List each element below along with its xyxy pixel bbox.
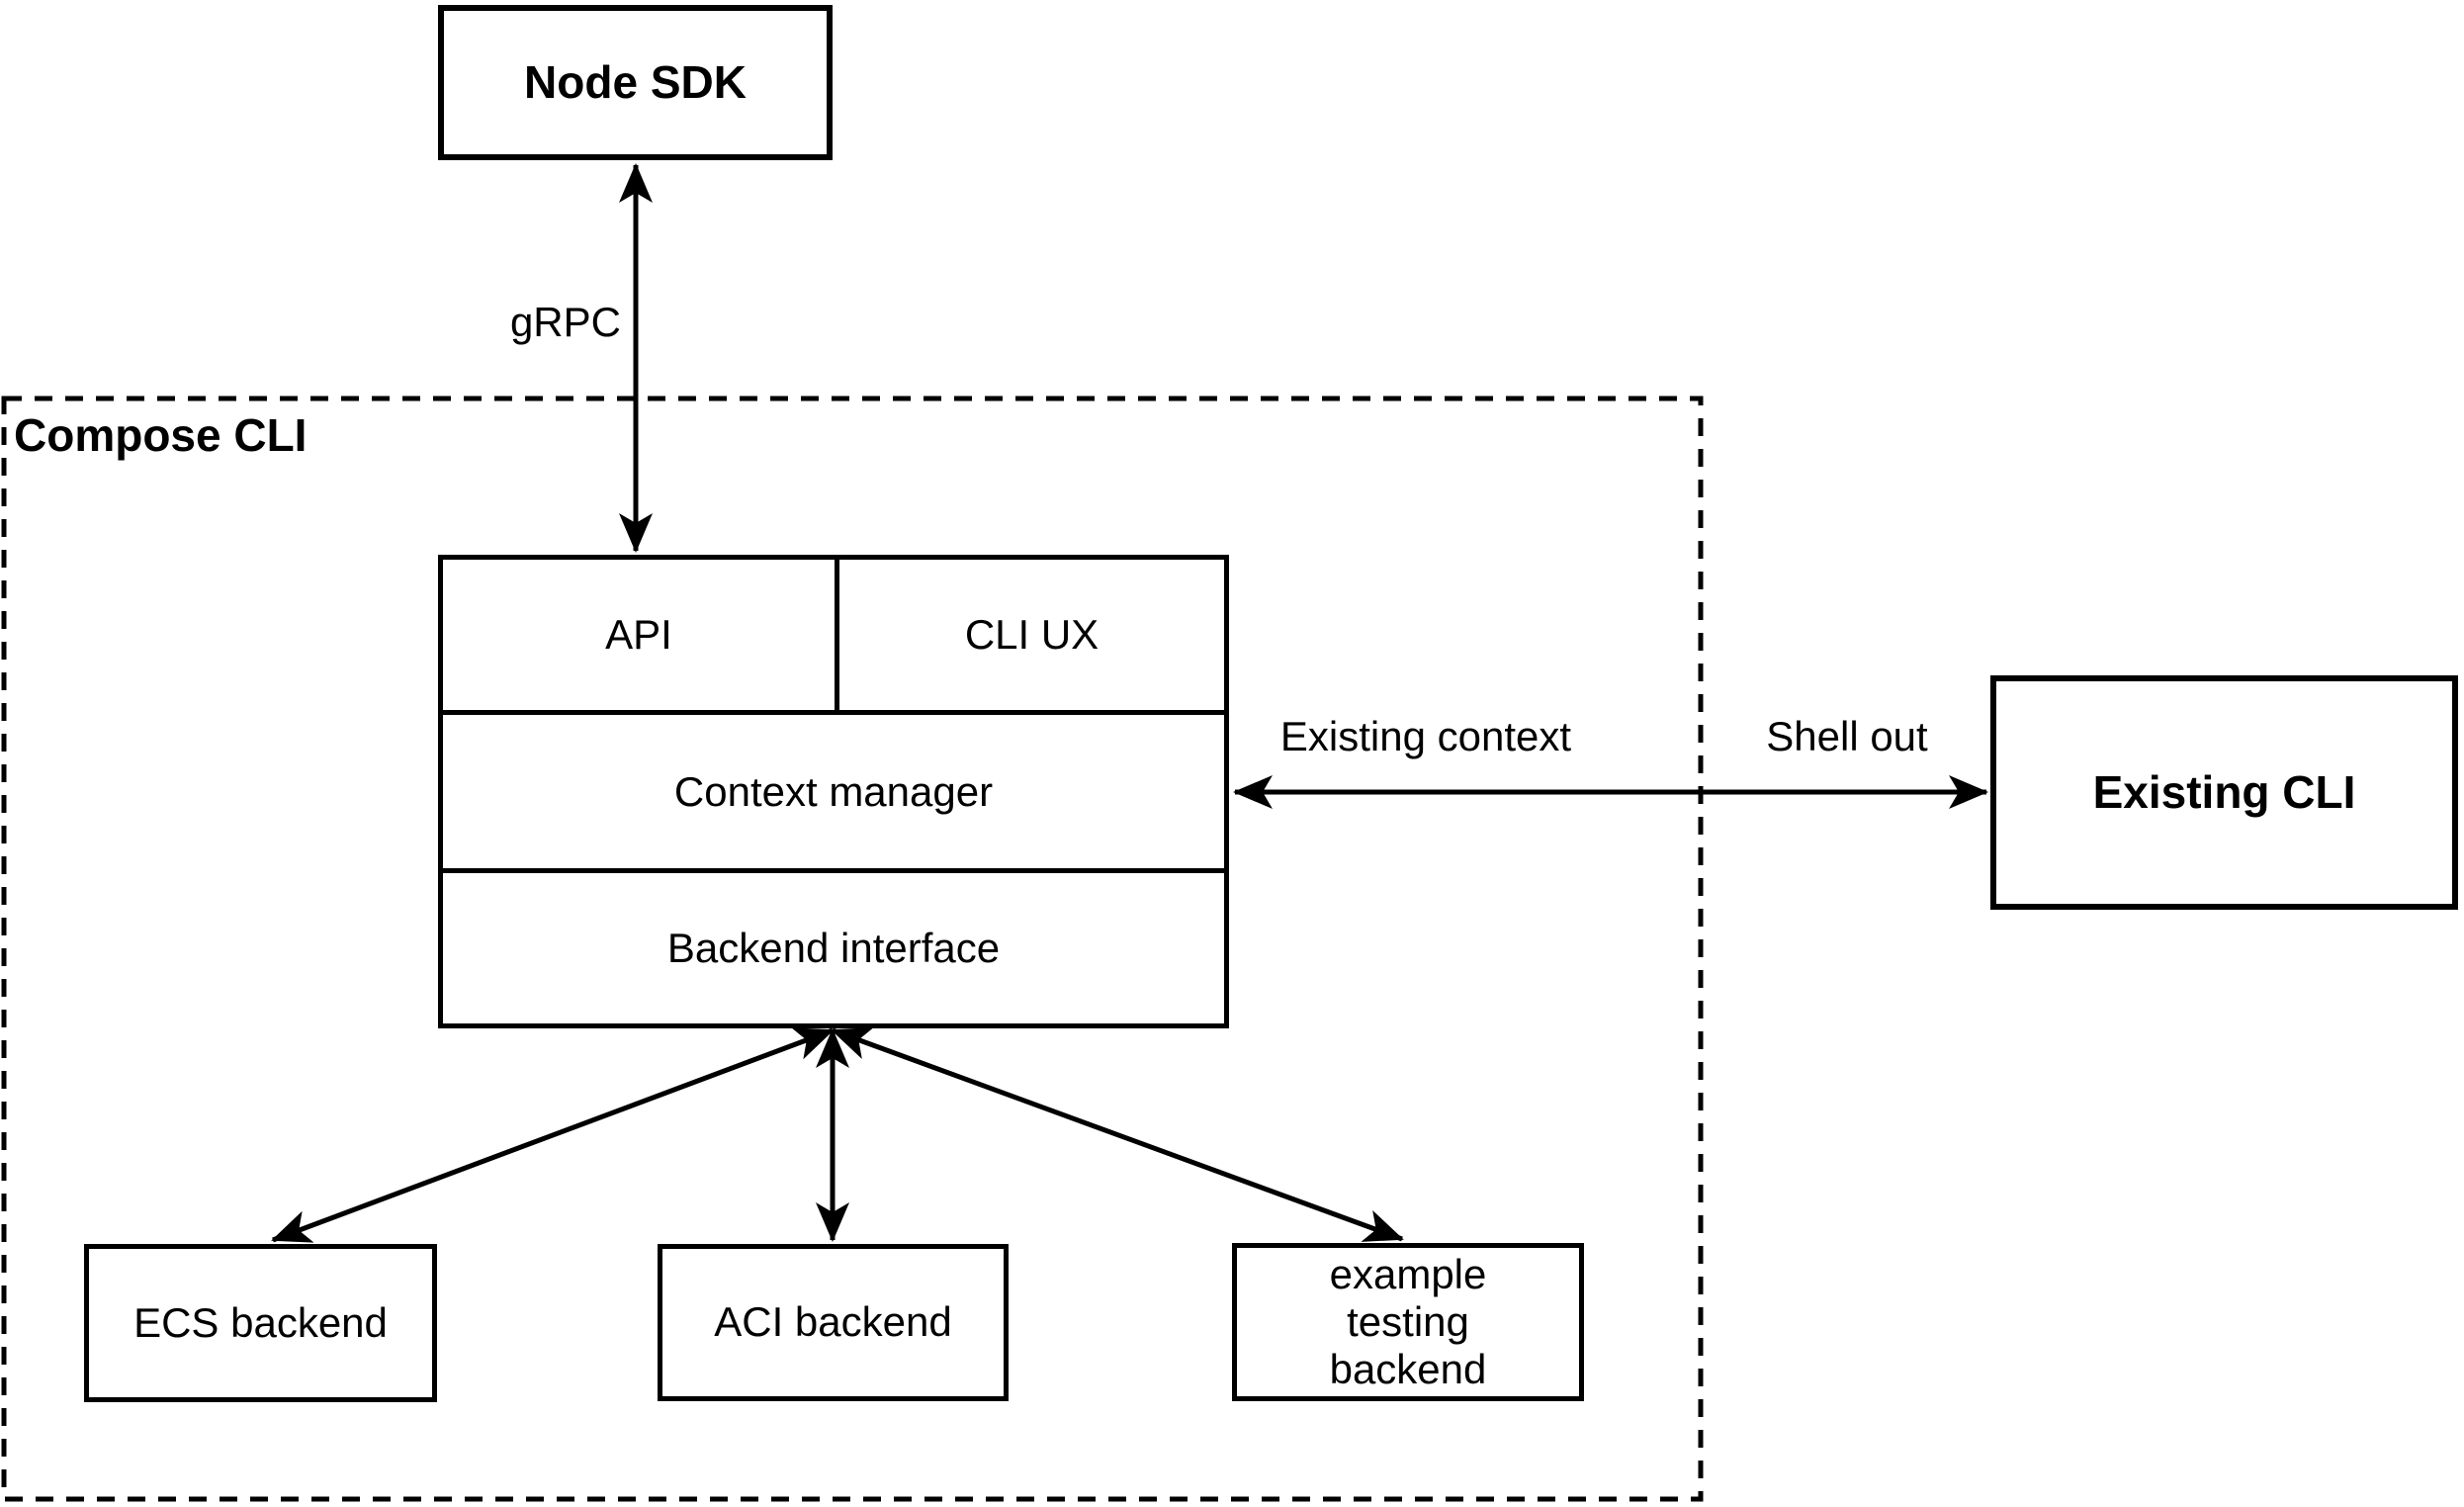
context-manager-cell: Context manager [443, 715, 1224, 868]
node-sdk-label: Node SDK [524, 56, 747, 109]
existing-context-edge-label: Existing context [1279, 713, 1572, 759]
example-backend-arrow [831, 1027, 1404, 1242]
compose-cli-core-box: API CLI UX Context manager Backend inter… [438, 555, 1229, 1028]
compose-cli-container-border [1, 396, 1704, 1502]
api-cell: API [443, 560, 835, 710]
backend-interface-cell: Backend interface [443, 873, 1224, 1023]
context-manager-label: Context manager [673, 767, 994, 815]
compose-cli-container-label: Compose CLI [14, 409, 308, 461]
existing-cli-label: Existing CLI [2092, 766, 2356, 819]
aci-backend-label: ACI backend [714, 1298, 952, 1346]
grpc-edge-label: gRPC [509, 299, 621, 345]
node-sdk-box: Node SDK [438, 5, 833, 160]
ecs-backend-box: ECS backend [84, 1244, 437, 1402]
backend-interface-label: Backend interface [666, 925, 1001, 971]
api-cliux-divider [835, 560, 839, 710]
cli-ux-cell: CLI UX [839, 560, 1224, 710]
context-backend-divider [443, 868, 1224, 873]
ecs-backend-arrow [271, 1027, 835, 1243]
top-row-divider [443, 710, 1224, 715]
example-testing-backend-label: example testing backend [1329, 1250, 1487, 1393]
ecs-backend-label: ECS backend [133, 1298, 388, 1346]
aci-backend-box: ACI backend [658, 1244, 1009, 1401]
api-label: API [605, 611, 672, 658]
existing-cli-box: Existing CLI [1990, 675, 2458, 910]
cli-ux-label: CLI UX [964, 611, 1100, 658]
example-testing-backend-box: example testing backend [1232, 1243, 1584, 1401]
shell-out-edge-label: Shell out [1766, 713, 1928, 759]
